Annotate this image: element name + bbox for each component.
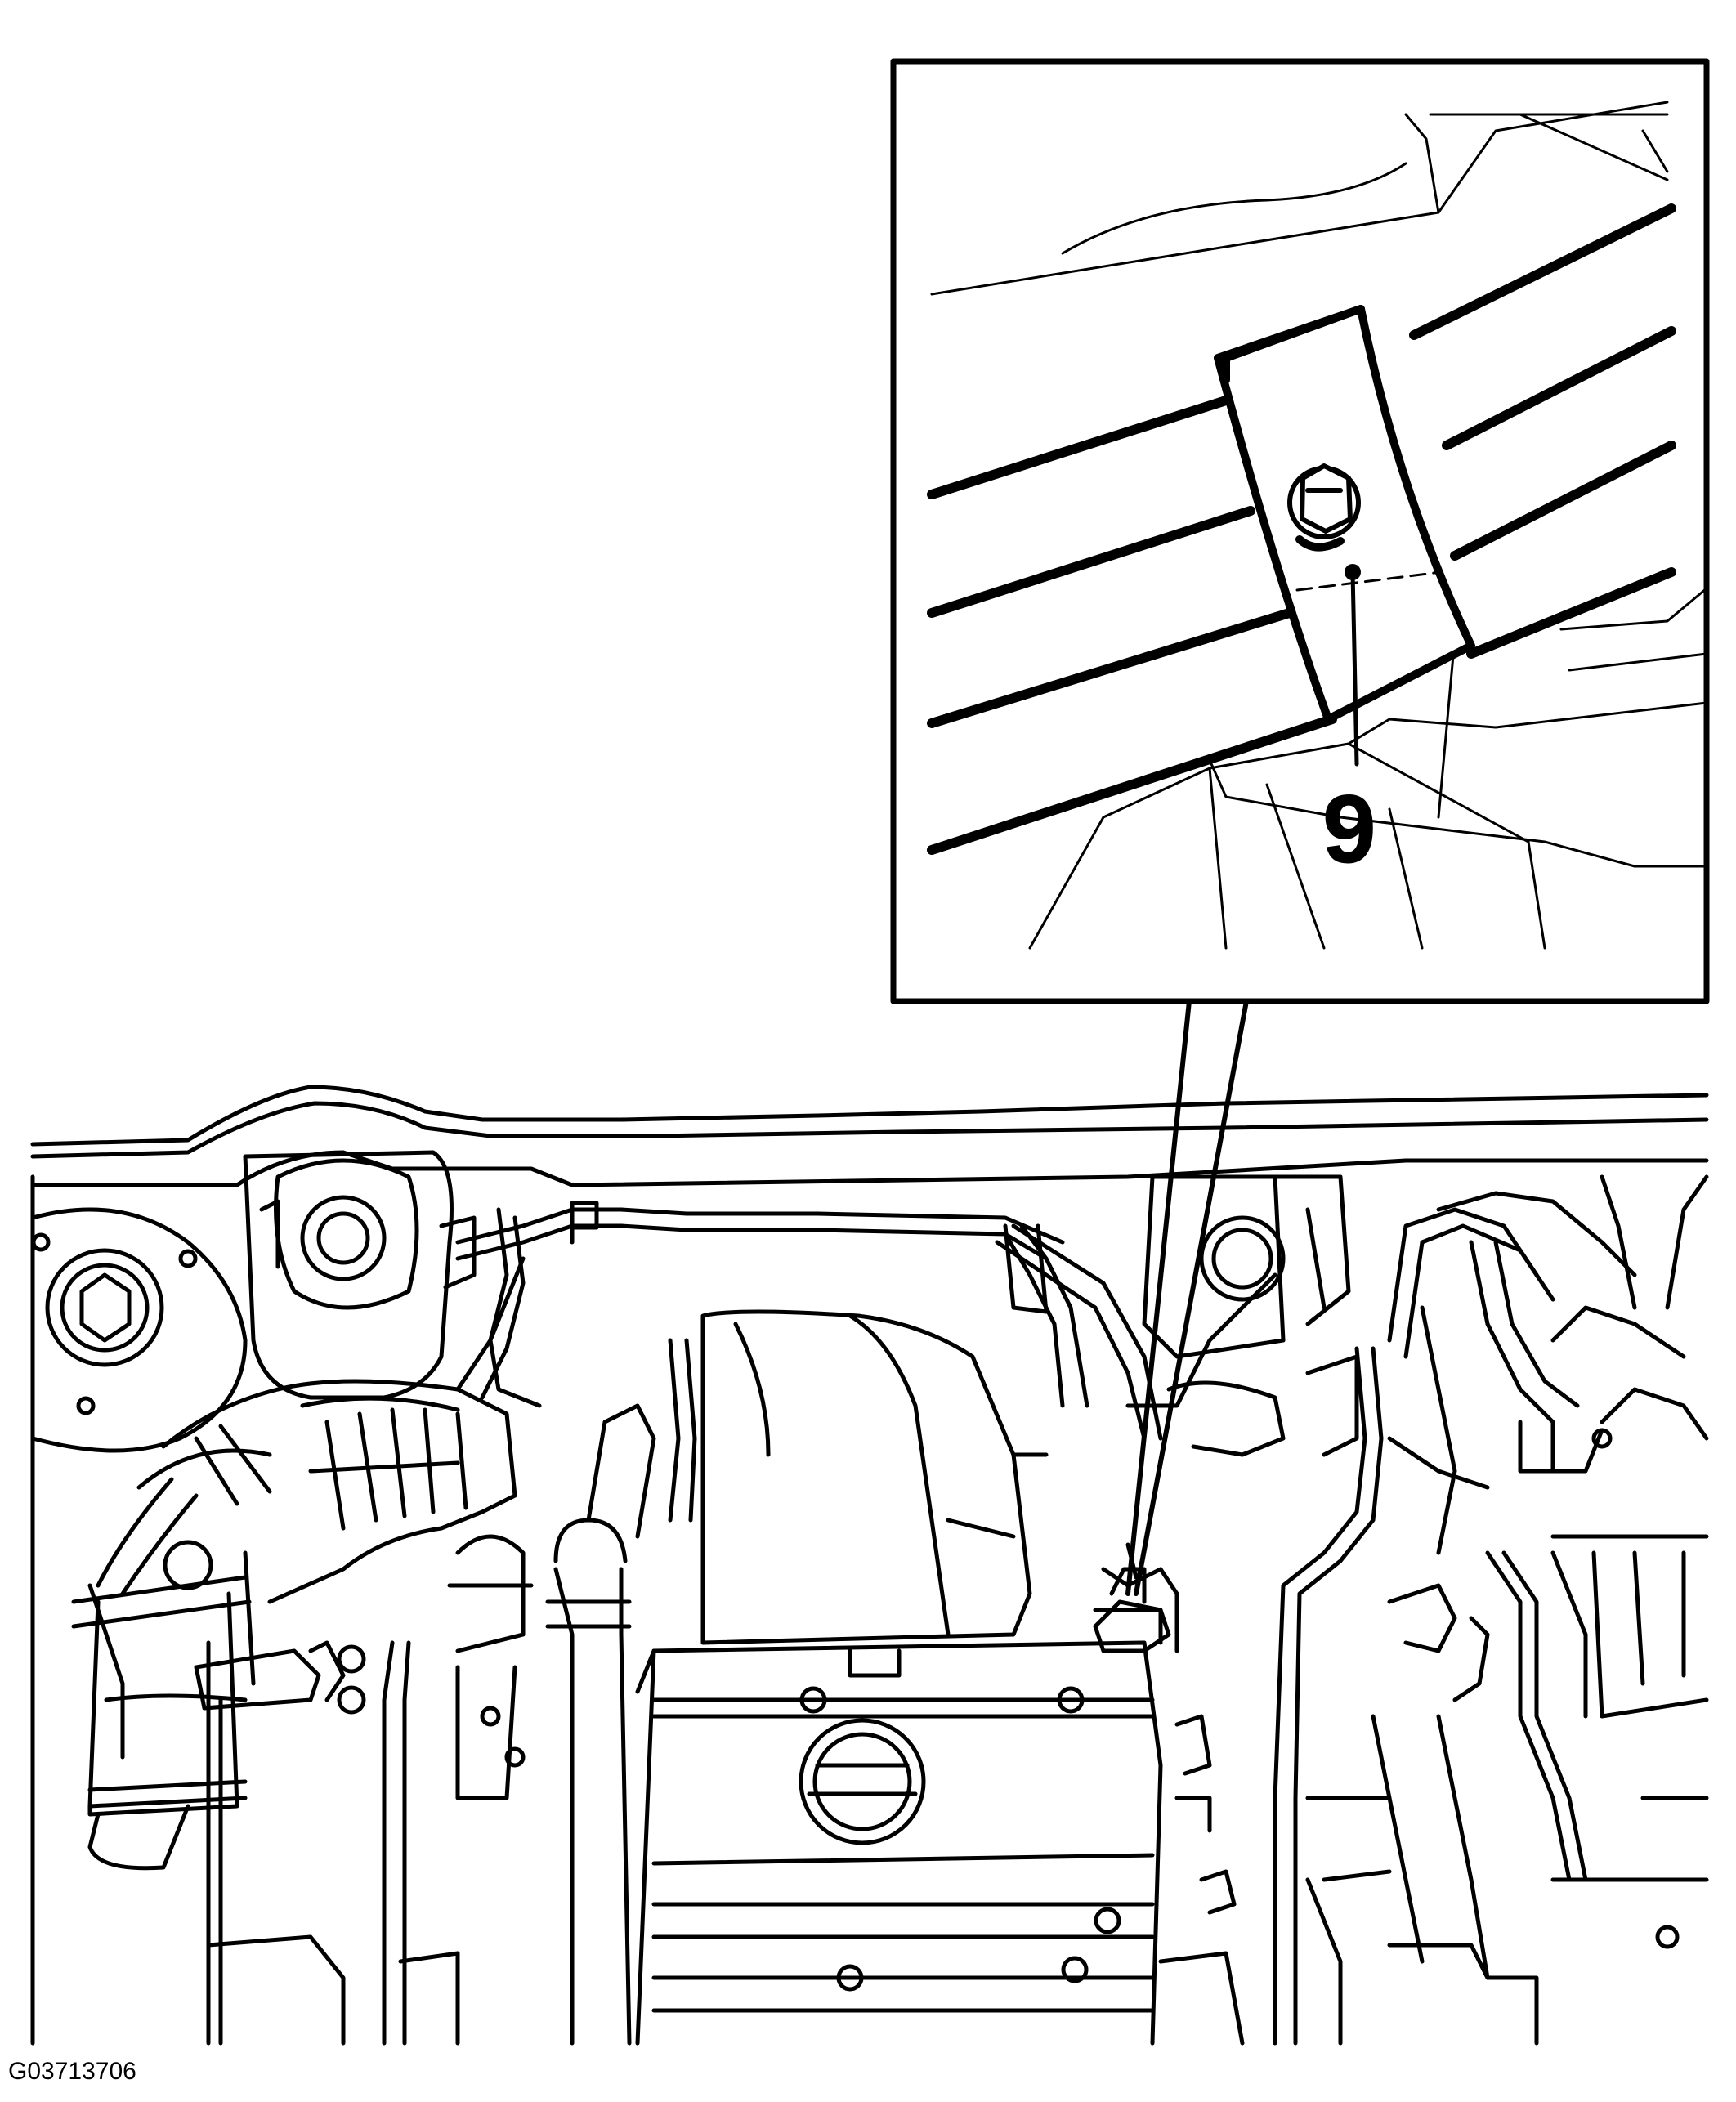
left-strut-tower	[30, 1207, 248, 1453]
center-left-hoses	[382, 1338, 697, 2046]
inset-connector	[1125, 999, 1249, 1596]
left-sensor-connector	[194, 1640, 366, 1715]
callout-leader	[1295, 564, 1443, 767]
pipe-1	[927, 396, 1231, 499]
pipe-4-right	[1466, 567, 1676, 659]
inset-background-contours	[930, 101, 1708, 950]
left-engine-mount	[243, 1150, 477, 1400]
coolant-lines	[455, 1201, 1089, 1408]
right-harness	[1273, 1174, 1709, 2046]
pipe-2-right	[1442, 326, 1676, 450]
reservoir-cap-icon	[1199, 1215, 1286, 1302]
bolt-icon	[1287, 463, 1361, 552]
figure-code: G03713706	[8, 2058, 136, 2085]
right-reservoir	[1142, 1174, 1359, 1457]
oil-filler-cap-icon	[799, 1718, 926, 1845]
pipe-4	[927, 714, 1337, 855]
mount-bolt-icon	[300, 1195, 387, 1281]
pipe-1-right	[1409, 203, 1676, 340]
pipe-clamp-location	[1093, 1542, 1171, 1653]
detail-inset: 9	[890, 58, 1710, 1596]
intake-hose	[71, 1379, 517, 1760]
inset-pipes	[927, 203, 1676, 855]
lower-left-duct	[87, 1540, 248, 1871]
lower-structure	[206, 1796, 1709, 2046]
callout-label-9: 9	[1322, 776, 1376, 883]
pipe-2	[927, 506, 1255, 618]
right-sensor-connector	[1174, 1714, 1237, 1915]
strut-nut-icon	[45, 1248, 164, 1367]
pipe-3-right	[1450, 441, 1676, 561]
engine-bay-view	[30, 1085, 1709, 2046]
engine-block	[635, 1309, 1179, 2046]
upper-right-pipe	[995, 1223, 1277, 1441]
pipe-3	[927, 600, 1321, 728]
